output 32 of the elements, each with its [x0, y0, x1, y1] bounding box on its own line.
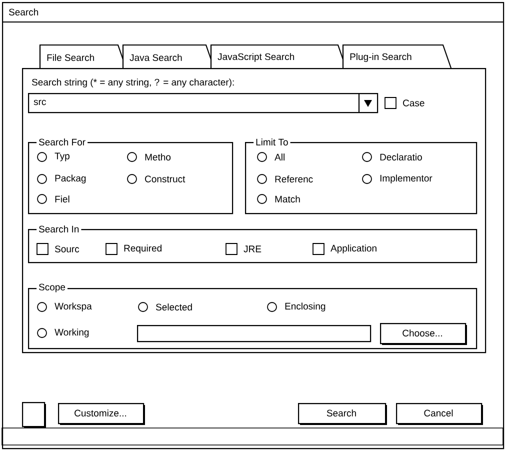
- option-label: Working: [54, 328, 89, 338]
- option-label: Implementor: [380, 174, 432, 184]
- window-title: Search: [9, 8, 38, 16]
- option-label: Typ: [54, 152, 70, 162]
- field-label: Search string (* = any string, ? = any character):: [32, 78, 234, 88]
- option-label: All: [274, 154, 284, 160]
- option-label: Fiel: [55, 196, 70, 202]
- button: Search: [298, 403, 387, 425]
- option-label: Metho: [145, 154, 171, 160]
- option-label: JRE: [244, 246, 262, 252]
- option-label: Match: [275, 196, 300, 202]
- option-label: Sourc: [55, 246, 80, 252]
- option-label: Case: [403, 100, 424, 106]
- option-label: Selected: [156, 304, 192, 310]
- button: Cancel: [396, 403, 483, 425]
- option-label: Enclosing: [285, 302, 326, 312]
- button: Choose...: [380, 323, 467, 345]
- tab: Plug-in Search: [342, 44, 452, 69]
- option-label: Declaratio: [380, 154, 422, 160]
- option-label: Workspa: [54, 302, 92, 312]
- tab: File Search: [39, 44, 127, 69]
- tab: JavaScript Search: [210, 44, 347, 69]
- option-label: Required: [124, 244, 162, 254]
- tab: Java Search: [122, 44, 215, 69]
- dropdown-field: src: [28, 93, 378, 114]
- option-label: Construct: [145, 176, 186, 182]
- button: Customize...: [58, 403, 145, 425]
- option-label: Application: [330, 244, 376, 254]
- square-button: [22, 402, 46, 428]
- option-label: Referenc: [275, 176, 313, 182]
- option-label: Packag: [55, 174, 86, 184]
- text-field: [137, 325, 372, 342]
